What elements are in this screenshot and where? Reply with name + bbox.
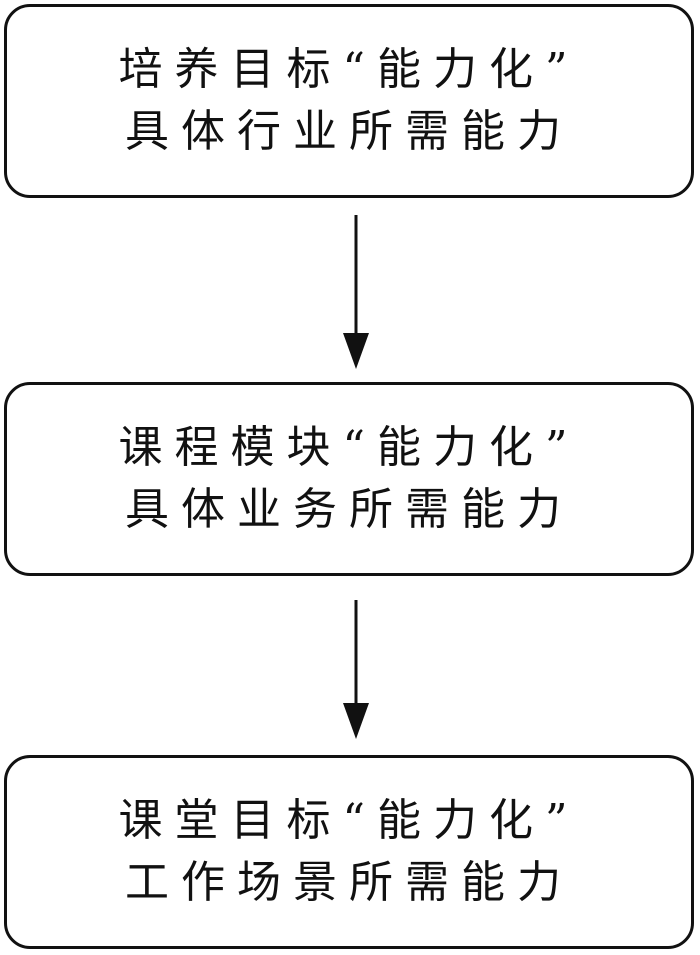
down-arrow-icon [343, 600, 369, 739]
node-title: 课堂目标“能力化” [118, 795, 580, 846]
node-subtitle: 具体业务所需能力 [125, 484, 573, 535]
flow-node-course-module: 课程模块“能力化” 具体业务所需能力 [4, 382, 694, 576]
down-arrow-icon [343, 215, 369, 369]
node-subtitle: 工作场景所需能力 [125, 857, 573, 908]
flow-node-training-goal: 培养目标“能力化” 具体行业所需能力 [4, 4, 694, 198]
node-title: 课程模块“能力化” [118, 422, 580, 473]
flow-node-classroom-goal: 课堂目标“能力化” 工作场景所需能力 [4, 755, 694, 949]
node-subtitle: 具体行业所需能力 [125, 106, 573, 157]
node-title: 培养目标“能力化” [118, 44, 580, 95]
